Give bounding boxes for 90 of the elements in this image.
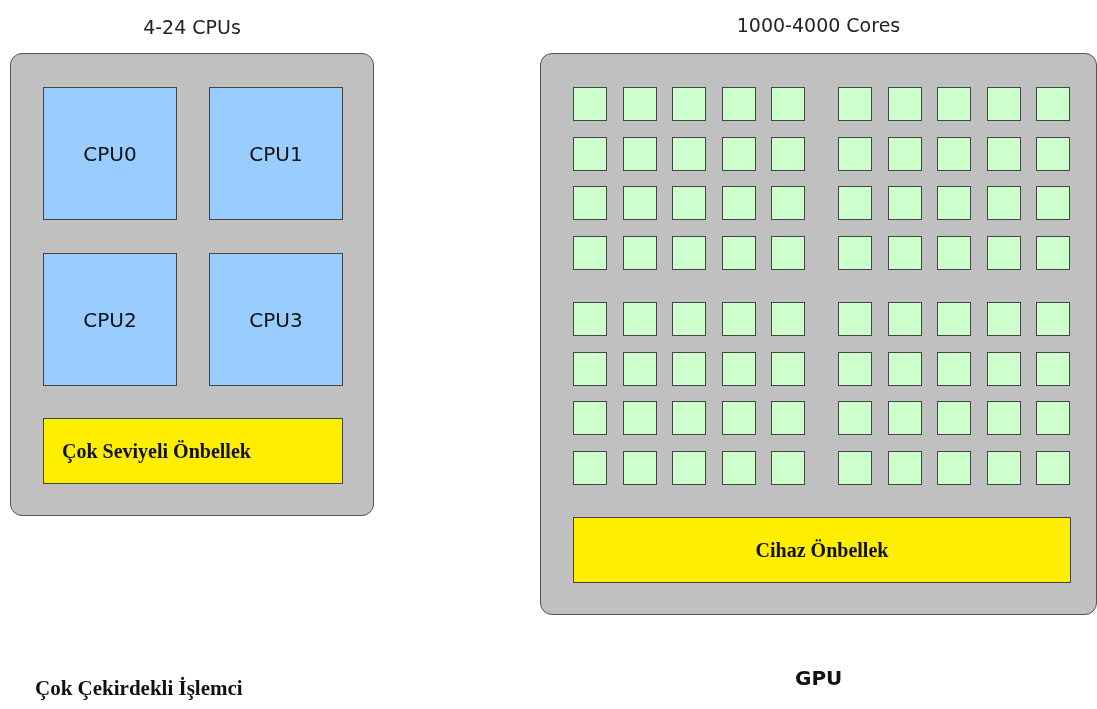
core-box xyxy=(722,87,756,121)
core-box xyxy=(987,87,1021,121)
cpu-core-box: CPU3 xyxy=(209,253,343,386)
core-box xyxy=(722,352,756,386)
core-box xyxy=(771,302,805,336)
core-box xyxy=(771,87,805,121)
core-box xyxy=(771,352,805,386)
chip-heading: 1000-4000 Cores xyxy=(735,14,902,36)
core-box xyxy=(888,186,922,220)
core-box xyxy=(838,401,872,435)
diagram-caption: Çok Çekirdekli İşlemci xyxy=(35,676,243,701)
core-box xyxy=(672,401,706,435)
core-box xyxy=(722,236,756,270)
core-box xyxy=(623,302,657,336)
cpu-core-box: CPU0 xyxy=(43,87,177,220)
core-box xyxy=(573,137,607,171)
core-box xyxy=(987,186,1021,220)
core-box xyxy=(623,87,657,121)
core-box xyxy=(987,236,1021,270)
core-box xyxy=(1036,186,1070,220)
core-box xyxy=(987,137,1021,171)
core-box xyxy=(937,302,971,336)
cpu-core-box: CPU1 xyxy=(209,87,343,220)
core-box xyxy=(838,302,872,336)
core-box xyxy=(722,186,756,220)
core-box xyxy=(987,352,1021,386)
core-box xyxy=(771,401,805,435)
core-box xyxy=(722,451,756,485)
core-box xyxy=(623,352,657,386)
core-box xyxy=(987,302,1021,336)
core-box xyxy=(623,451,657,485)
core-box xyxy=(1036,451,1070,485)
core-box xyxy=(672,451,706,485)
core-box xyxy=(1036,236,1070,270)
core-box xyxy=(672,352,706,386)
core-box xyxy=(722,137,756,171)
core-box xyxy=(573,186,607,220)
core-box xyxy=(573,401,607,435)
cache-bar: Cihaz Önbellek xyxy=(573,517,1071,583)
diagram-caption: GPU xyxy=(795,666,843,690)
core-box xyxy=(1036,87,1070,121)
core-box xyxy=(672,186,706,220)
core-box xyxy=(987,401,1021,435)
core-box xyxy=(838,186,872,220)
core-box xyxy=(838,87,872,121)
core-box xyxy=(573,87,607,121)
core-box xyxy=(1036,401,1070,435)
core-box xyxy=(623,137,657,171)
core-box xyxy=(937,137,971,171)
core-box xyxy=(573,451,607,485)
core-box xyxy=(888,87,922,121)
core-box xyxy=(838,352,872,386)
core-box xyxy=(672,302,706,336)
core-box xyxy=(937,352,971,386)
cpu-core-box: CPU2 xyxy=(43,253,177,386)
core-box xyxy=(623,401,657,435)
core-box xyxy=(771,137,805,171)
core-box xyxy=(573,352,607,386)
core-box xyxy=(937,401,971,435)
core-box xyxy=(838,451,872,485)
core-box xyxy=(937,87,971,121)
core-box xyxy=(672,236,706,270)
core-box xyxy=(1036,137,1070,171)
core-box xyxy=(722,401,756,435)
cache-bar: Çok Seviyeli Önbellek xyxy=(43,418,343,484)
core-box xyxy=(937,451,971,485)
core-box xyxy=(838,236,872,270)
core-box xyxy=(937,236,971,270)
core-box xyxy=(672,87,706,121)
core-box xyxy=(888,137,922,171)
core-box xyxy=(623,236,657,270)
core-box xyxy=(771,186,805,220)
core-box xyxy=(771,451,805,485)
core-box xyxy=(573,302,607,336)
core-box xyxy=(838,137,872,171)
core-box xyxy=(888,451,922,485)
core-box xyxy=(722,302,756,336)
core-box xyxy=(1036,302,1070,336)
core-box xyxy=(573,236,607,270)
core-box xyxy=(987,451,1021,485)
core-box xyxy=(771,236,805,270)
core-box xyxy=(937,186,971,220)
core-box xyxy=(623,186,657,220)
core-box xyxy=(672,137,706,171)
core-box xyxy=(888,352,922,386)
core-box xyxy=(888,401,922,435)
core-box xyxy=(888,236,922,270)
chip-heading: 4-24 CPUs xyxy=(142,16,242,38)
core-box xyxy=(888,302,922,336)
core-box xyxy=(1036,352,1070,386)
